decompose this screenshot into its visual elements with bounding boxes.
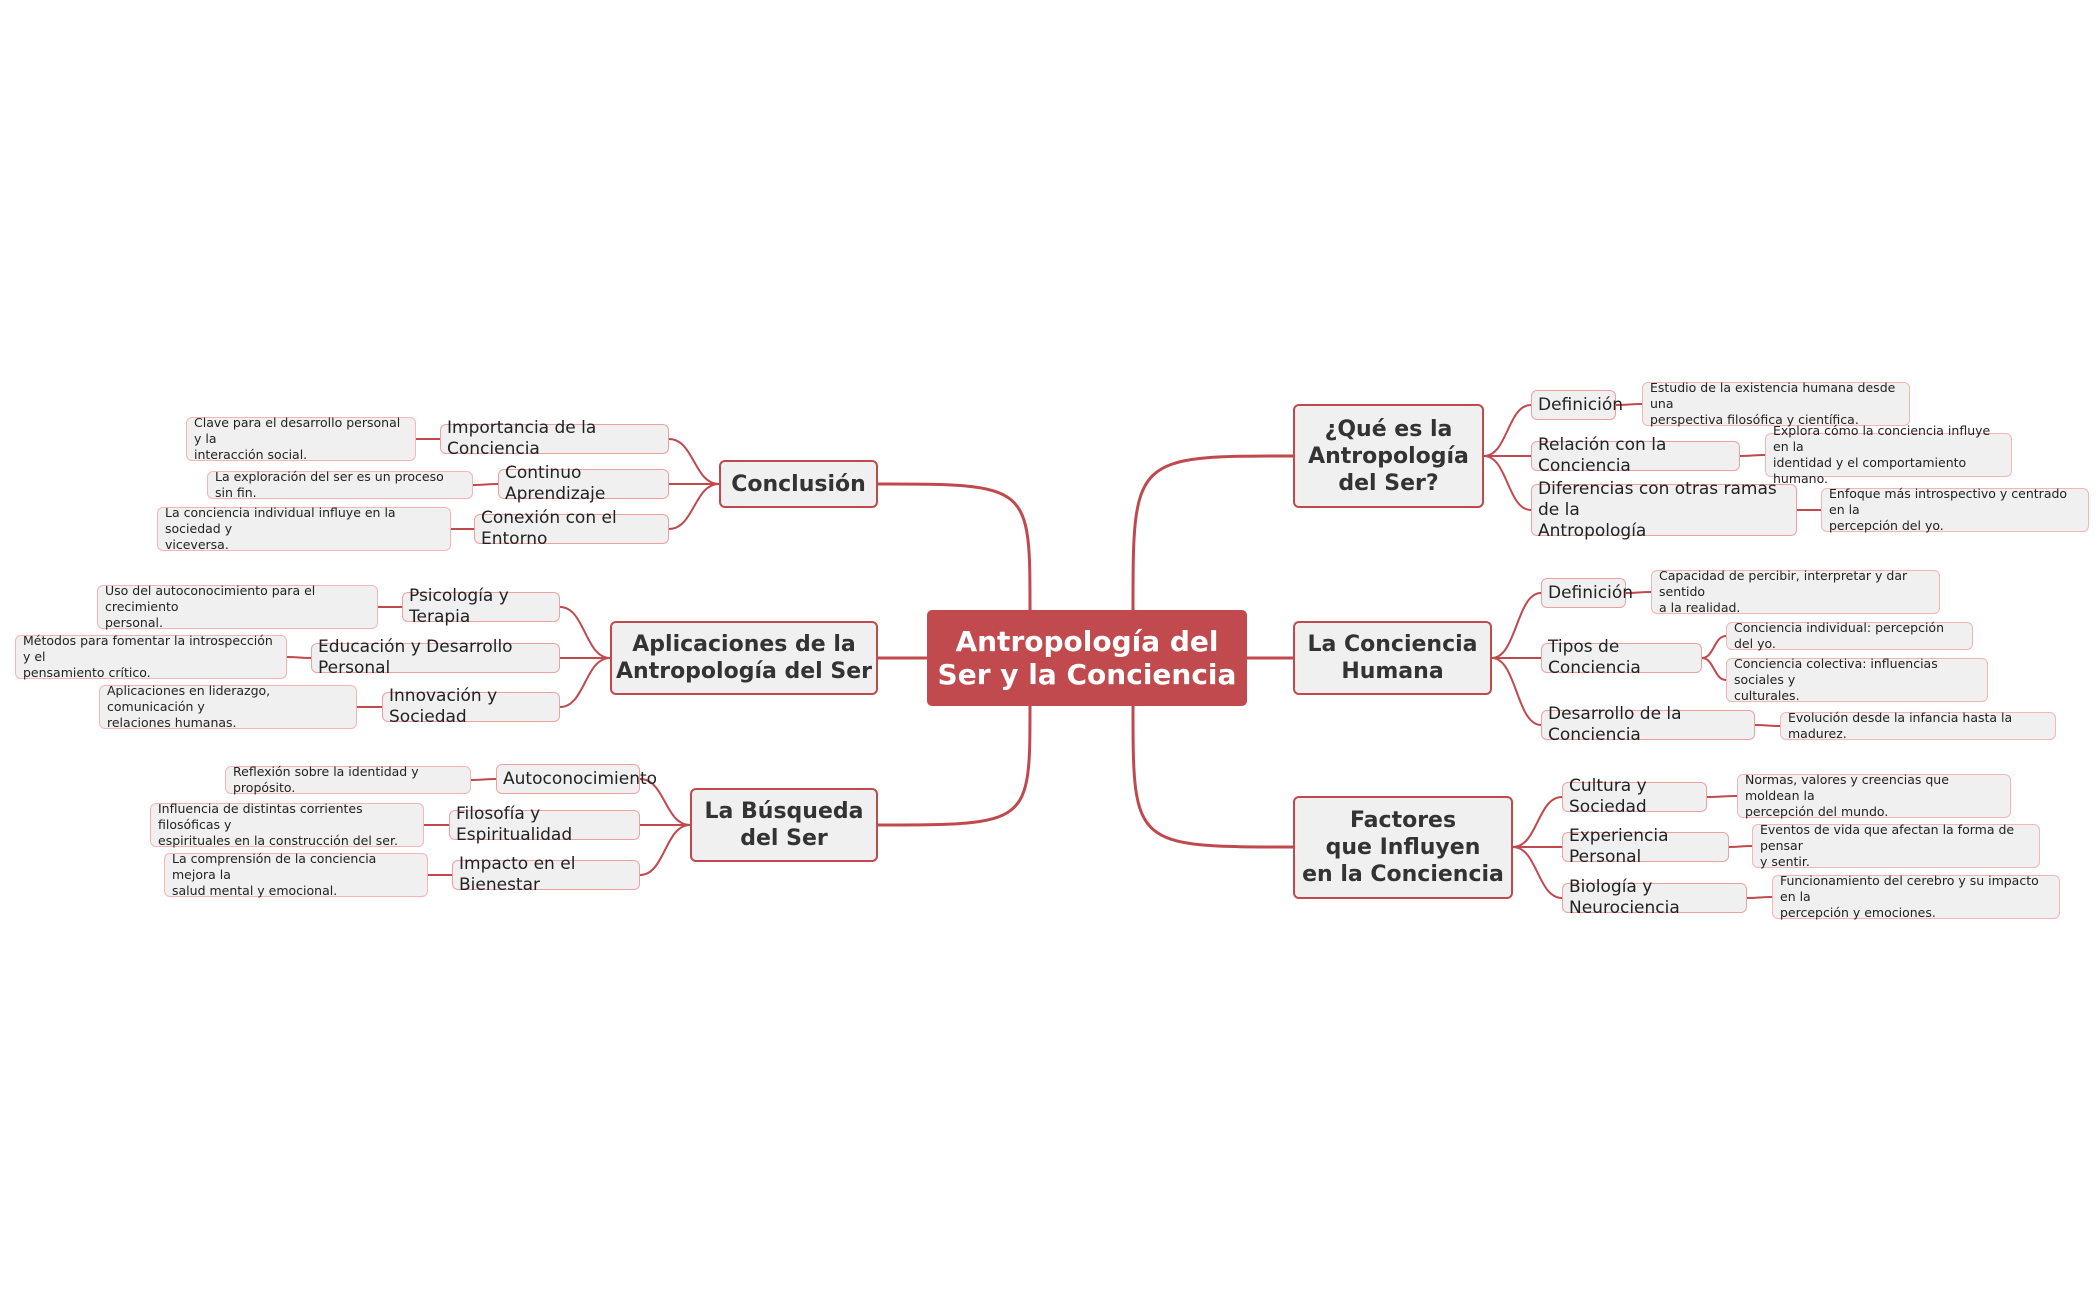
subtopic-label: Psicología y Terapia bbox=[409, 586, 509, 627]
link-que-es-sub-2 bbox=[1483, 455, 1532, 511]
subtopic-label: Tipos de Conciencia bbox=[1548, 637, 1641, 678]
subtopic-relacion-conciencia[interactable]: Relación con la Conciencia bbox=[1531, 435, 1740, 476]
topic-label: ¿Qué es la Antropología del Ser? bbox=[1308, 416, 1469, 496]
link-que-es-sub-0 bbox=[1483, 404, 1532, 457]
note-diferencias-ramas: Enfoque más introspectivo y centrado en … bbox=[1821, 486, 2089, 533]
note-psicologia-terapia: Uso del autoconocimiento para el crecimi… bbox=[97, 583, 378, 630]
topic-aplicaciones[interactable]: Aplicaciones de la Antropología del Ser bbox=[610, 621, 878, 695]
subtopic-filosofia-espiritualidad[interactable]: Filosofía y Espiritualidad bbox=[449, 804, 640, 845]
note-importancia-conciencia: Clave para el desarrollo personal y la i… bbox=[186, 415, 416, 462]
topic-label: La Búsqueda del Ser bbox=[704, 799, 864, 851]
subtopic-cultura-sociedad[interactable]: Cultura y Sociedad bbox=[1562, 776, 1707, 817]
subtopic-label: Conexión con el Entorno bbox=[481, 508, 617, 549]
note-conciencia-individual: Conciencia individual: percepción del yo… bbox=[1726, 620, 1973, 651]
subtopic-continuo-aprendizaje[interactable]: Continuo Aprendizaje bbox=[498, 463, 669, 504]
subtopic-label: Relación con la Conciencia bbox=[1538, 435, 1667, 476]
topic-label: Aplicaciones de la Antropología del Ser bbox=[616, 632, 872, 684]
subtopic-desarrollo-conciencia[interactable]: Desarrollo de la Conciencia bbox=[1541, 704, 1755, 745]
link-aplicaciones-sub-2 bbox=[559, 657, 611, 708]
subtopic-innovacion-sociedad[interactable]: Innovación y Sociedad bbox=[382, 686, 560, 727]
link-factores-sub-2 bbox=[1512, 846, 1563, 899]
subtopic-label: Diferencias con otras ramas de la Antrop… bbox=[1538, 478, 1777, 541]
link-factores-sub-0 bbox=[1512, 796, 1563, 848]
link-note-factores-0 bbox=[1706, 795, 1738, 798]
note-impacto-bienestar: La comprensión de la conciencia mejora l… bbox=[164, 851, 428, 898]
link-root-que-es bbox=[1131, 454, 1294, 611]
subtopic-tipos-conciencia[interactable]: Tipos de Conciencia bbox=[1541, 637, 1702, 678]
link-note-factores-2 bbox=[1746, 896, 1773, 899]
link-root-busqueda bbox=[877, 705, 1032, 827]
note-definicion-conciencia: Capacidad de percibir, interpretar y dar… bbox=[1651, 568, 1940, 615]
note-educacion-desarrollo: Métodos para fomentar la introspección y… bbox=[15, 633, 287, 680]
subtopic-label: Definición bbox=[1538, 394, 1623, 415]
topic-label: Factores que Influyen en la Conciencia bbox=[1302, 808, 1504, 887]
note-innovacion-sociedad: Aplicaciones en liderazgo, comunicación … bbox=[99, 683, 357, 730]
subtopic-definicion-antropologia[interactable]: Definición bbox=[1531, 390, 1623, 420]
link-conclusion-sub-0 bbox=[668, 438, 720, 485]
topic-conciencia-humana[interactable]: La Conciencia Humana bbox=[1293, 621, 1492, 695]
link-busqueda-sub-2 bbox=[639, 824, 691, 876]
subtopic-label: Experiencia Personal bbox=[1569, 826, 1669, 867]
subtopic-autoconocimiento[interactable]: Autoconocimiento bbox=[496, 764, 657, 794]
link-note-conciencia-1b bbox=[1701, 657, 1727, 681]
note-experiencia-personal: Eventos de vida que afectan la forma de … bbox=[1752, 822, 2040, 869]
link-conclusion-sub-2 bbox=[668, 483, 720, 530]
note-conciencia-colectiva: Conciencia colectiva: influencias social… bbox=[1726, 656, 1988, 703]
root-topic-label: Antropología del Ser y la Conciencia bbox=[937, 625, 1237, 691]
link-note-factores-1 bbox=[1728, 845, 1753, 848]
note-relacion-conciencia: Explora cómo la conciencia influye en la… bbox=[1765, 423, 2012, 486]
note-cultura-sociedad: Normas, valores y creencias que moldean … bbox=[1737, 772, 2011, 819]
link-note-conciencia-2 bbox=[1754, 724, 1781, 727]
link-note-busqueda-0 bbox=[470, 778, 497, 781]
link-note-aplicaciones-1 bbox=[286, 656, 312, 659]
note-biologia-neurociencia: Funcionamiento del cerebro y su impacto … bbox=[1772, 873, 2060, 920]
link-note-conciencia-1a bbox=[1701, 635, 1727, 659]
note-desarrollo-conciencia: Evolución desde la infancia hasta la mad… bbox=[1780, 710, 2056, 741]
subtopic-diferencias-ramas[interactable]: Diferencias con otras ramas de la Antrop… bbox=[1531, 479, 1797, 541]
subtopic-label: Innovación y Sociedad bbox=[389, 686, 498, 727]
subtopic-biologia-neurociencia[interactable]: Biología y Neurociencia bbox=[1562, 877, 1747, 918]
topic-label: La Conciencia Humana bbox=[1307, 632, 1478, 684]
note-definicion-antropologia: Estudio de la existencia humana desde un… bbox=[1642, 380, 1910, 427]
note-continuo-aprendizaje: La exploración del ser es un proceso sin… bbox=[207, 469, 473, 500]
link-root-factores bbox=[1131, 705, 1294, 849]
note-conexion-entorno: La conciencia individual influye en la s… bbox=[157, 505, 451, 552]
subtopic-conexion-entorno[interactable]: Conexión con el Entorno bbox=[474, 508, 669, 549]
subtopic-label: Continuo Aprendizaje bbox=[505, 463, 606, 504]
topic-que-es-antropologia[interactable]: ¿Qué es la Antropología del Ser? bbox=[1293, 404, 1484, 508]
link-note-que-es-0 bbox=[1615, 403, 1643, 406]
subtopic-experiencia-personal[interactable]: Experiencia Personal bbox=[1562, 826, 1729, 867]
subtopic-definicion-conciencia[interactable]: Definición bbox=[1541, 578, 1633, 608]
link-note-que-es-1 bbox=[1739, 454, 1766, 457]
link-root-conclusion bbox=[877, 482, 1032, 611]
link-busqueda-sub-0 bbox=[639, 778, 691, 826]
subtopic-importancia-conciencia[interactable]: Importancia de la Conciencia bbox=[440, 418, 669, 459]
subtopic-label: Desarrollo de la Conciencia bbox=[1548, 704, 1682, 745]
link-note-conclusion-1 bbox=[472, 483, 499, 486]
subtopic-educacion-desarrollo[interactable]: Educación y Desarrollo Personal bbox=[311, 637, 560, 678]
link-note-conciencia-0 bbox=[1625, 591, 1652, 594]
topic-label: Conclusión bbox=[731, 471, 866, 497]
subtopic-label: Definición bbox=[1548, 582, 1633, 603]
subtopic-label: Importancia de la Conciencia bbox=[447, 418, 597, 459]
subtopic-label: Autoconocimiento bbox=[503, 768, 658, 789]
subtopic-label: Filosofía y Espiritualidad bbox=[456, 804, 573, 845]
subtopic-label: Educación y Desarrollo Personal bbox=[318, 637, 513, 678]
topic-conclusion[interactable]: Conclusión bbox=[719, 460, 878, 508]
topic-factores-influyen[interactable]: Factores que Influyen en la Conciencia bbox=[1293, 796, 1513, 899]
link-conciencia-sub-2 bbox=[1491, 657, 1542, 726]
link-aplicaciones-sub-0 bbox=[559, 606, 611, 659]
root-topic[interactable]: Antropología del Ser y la Conciencia bbox=[927, 610, 1247, 706]
subtopic-label: Biología y Neurociencia bbox=[1569, 877, 1680, 918]
subtopic-impacto-bienestar[interactable]: Impacto en el Bienestar bbox=[452, 854, 640, 895]
subtopic-label: Cultura y Sociedad bbox=[1569, 776, 1647, 817]
link-conciencia-sub-0 bbox=[1491, 592, 1542, 659]
subtopic-psicologia-terapia[interactable]: Psicología y Terapia bbox=[402, 586, 560, 627]
topic-busqueda-ser[interactable]: La Búsqueda del Ser bbox=[690, 788, 878, 862]
note-autoconocimiento: Reflexión sobre la identidad y propósito… bbox=[225, 764, 471, 795]
note-filosofia-espiritualidad: Influencia de distintas corrientes filos… bbox=[150, 801, 424, 848]
subtopic-label: Impacto en el Bienestar bbox=[459, 854, 576, 895]
